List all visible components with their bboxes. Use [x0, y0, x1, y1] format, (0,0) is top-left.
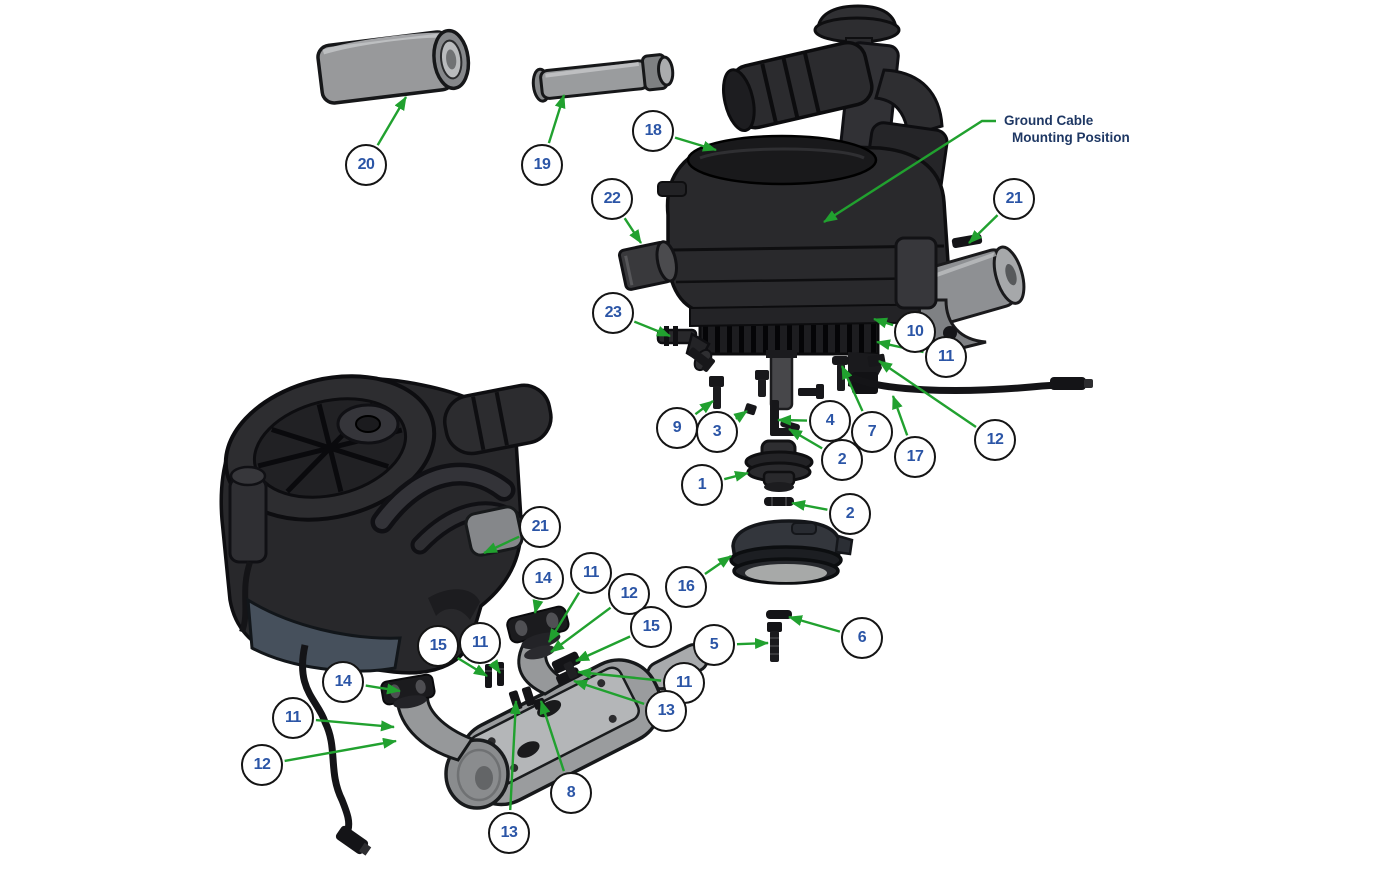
leader-arrow-11-26 [488, 659, 501, 674]
leader-arrow-14-27 [365, 683, 401, 695]
leader-arrow-11-7 [876, 339, 924, 354]
annotation-leader-line [823, 119, 996, 224]
leader-arrow-9-11 [694, 400, 714, 416]
part-pto-clutch [729, 519, 854, 585]
leader-arrow-22-3 [623, 217, 643, 244]
annotation-line-2: Mounting Position [1012, 130, 1130, 145]
leader-arrow-17-10 [891, 395, 909, 436]
leader-arrow-19-1 [547, 94, 566, 144]
leader-arrow-20-0 [376, 96, 408, 146]
leader-arrow-6-19 [788, 615, 841, 633]
leader-arrow-13-33 [509, 700, 521, 811]
leader-arrow-21-5 [968, 214, 999, 244]
leader-arrow-11-30 [577, 667, 662, 682]
leader-arrow-21-20 [483, 535, 520, 555]
part-clutch-bolt [766, 610, 792, 662]
part-throttle-cable [844, 370, 1093, 394]
leader-arrow-23-4 [633, 320, 671, 338]
leader-arrow-4-13 [777, 414, 808, 426]
leader-arrow-1-15 [723, 470, 749, 482]
part-key-pin [764, 497, 794, 506]
leader-arrow-14-21 [532, 599, 544, 614]
ground-cable-annotation: Ground Cable Mounting Position [1004, 112, 1130, 146]
leader-arrow-2-14 [788, 427, 823, 450]
leader-arrow-11-22 [547, 592, 581, 643]
part-spacer-tube [316, 28, 471, 105]
leader-arrow-2-16 [791, 500, 828, 511]
leader-arrow-10-6 [873, 317, 894, 329]
leader-arrow-3-12 [733, 410, 748, 423]
leader-arrow-15-24 [575, 635, 631, 663]
part-oil-filter [617, 240, 678, 291]
leader-arrow-5-18 [736, 637, 769, 649]
leader-arrow-13-31 [573, 679, 645, 706]
leader-arrow-12-23 [550, 606, 612, 653]
leader-arrow-7-9 [840, 365, 864, 412]
leader-arrow-18-2 [674, 136, 717, 152]
leader-arrow-12-29 [284, 737, 397, 763]
engine-assembly-left [219, 374, 553, 856]
part-shaft-tube [531, 53, 675, 103]
leader-arrow-8-32 [539, 700, 566, 772]
leader-arrow-15-25 [456, 656, 488, 678]
part-crankshaft-pulley [744, 439, 814, 492]
annotation-line-1: Ground Cable [1004, 113, 1094, 128]
leader-arrow-12-8 [878, 360, 977, 429]
leader-arrow-11-28 [315, 718, 395, 732]
leader-arrow-16-17 [704, 555, 732, 575]
